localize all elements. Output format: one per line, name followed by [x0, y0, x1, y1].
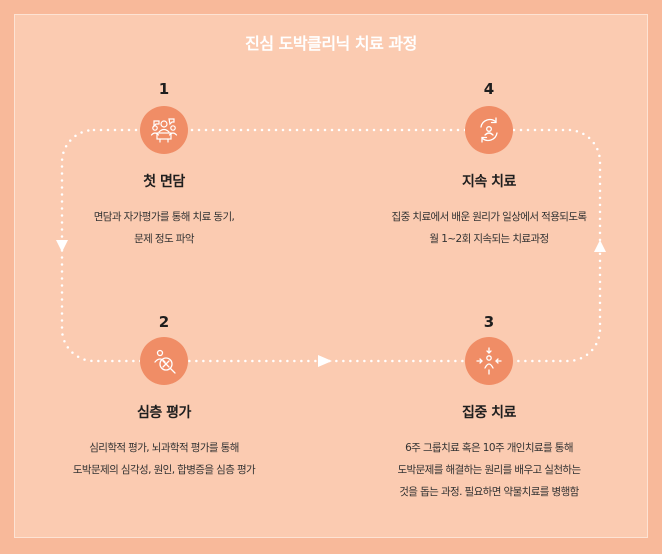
step-4-description: 집중 치료에서 배운 원리가 일상에서 적용되도록 월 1~2회 지속되는 치료…: [339, 206, 639, 250]
consultation-icon: [150, 118, 178, 143]
step-2-number: 2: [158, 313, 170, 331]
step-1-description-line: 면담과 자가평가를 통해 치료 동기,: [93, 211, 235, 223]
step-3-description: 6주 그룹치료 혹은 10주 개인치료를 통해 도박문제를 해결하는 원리를 배…: [339, 437, 639, 503]
page-title: 진심 도박클리닉 치료 과정: [245, 34, 417, 53]
step-3-description-line: 6주 그룹치료 혹은 10주 개인치료를 통해: [405, 442, 573, 454]
step-4-number: 4: [483, 80, 495, 98]
arrow-down-icon: [56, 240, 68, 252]
step-4-circle: [465, 106, 513, 154]
step-2-title: 심층 평가: [137, 405, 191, 421]
arrow-right-icon: [318, 355, 332, 367]
step-2-description-line: 도박문제의 심각성, 원인, 합병증을 심층 평가: [72, 464, 256, 476]
step-3-description-line: 것을 돕는 과정. 필요하면 약물치료를 병행함: [399, 486, 579, 498]
step-4-description-line: 월 1~2회 지속되는 치료과정: [429, 233, 549, 245]
step-4-description-line: 집중 치료에서 배운 원리가 일상에서 적용되도록: [391, 211, 587, 223]
step-2-circle: [140, 337, 188, 385]
step-1-number: 1: [158, 80, 170, 98]
content-panel: [14, 14, 648, 538]
step-3-circle: [465, 337, 513, 385]
step-3-number: 3: [483, 313, 495, 331]
arrow-up-icon: [594, 240, 606, 252]
assessment-magnifier-icon: [154, 349, 176, 374]
dotted-loop: [60, 128, 602, 363]
step-1-title: 첫 면담: [143, 174, 185, 190]
step-1-circle: [140, 106, 188, 154]
step-1-description-line: 문제 정도 파악: [134, 233, 194, 245]
step-4-title: 지속 치료: [462, 174, 516, 190]
focus-person-icon: [476, 347, 502, 375]
step-3-description-line: 도박문제를 해결하는 원리를 배우고 실천하는: [397, 464, 581, 476]
step-3-title: 집중 치료: [462, 405, 516, 421]
step-1-description: 면담과 자가평가를 통해 치료 동기, 문제 정도 파악: [14, 206, 314, 250]
step-2-description-line: 심리학적 평가, 뇌과학적 평가를 통해: [89, 442, 239, 454]
continuous-cycle-icon: [480, 117, 498, 143]
step-2-description: 심리학적 평가, 뇌과학적 평가를 통해 도박문제의 심각성, 원인, 합병증을…: [14, 437, 314, 481]
